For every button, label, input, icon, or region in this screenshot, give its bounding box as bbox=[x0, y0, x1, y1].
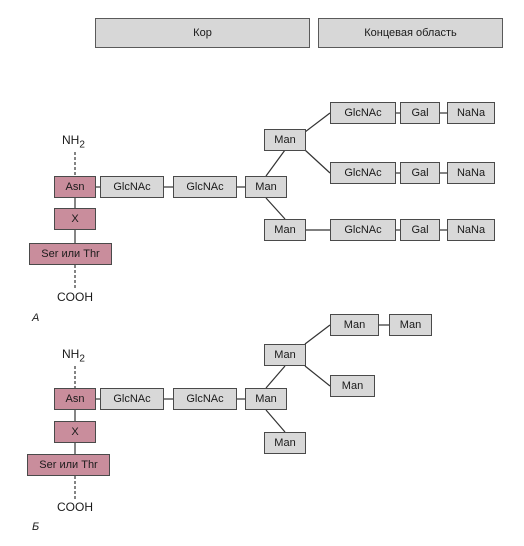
a-x-label: X bbox=[71, 213, 79, 225]
b-carboxyl-terminus: COOH bbox=[57, 500, 93, 514]
a-man-upper: Man bbox=[264, 129, 306, 151]
b-nh-text: NH bbox=[62, 347, 80, 361]
b-man-core-label: Man bbox=[255, 393, 277, 405]
b-x-residue: X bbox=[54, 421, 96, 443]
b-glcnac-2-label: GlcNAc bbox=[186, 393, 224, 405]
b-man-core: Man bbox=[245, 388, 287, 410]
a-asn-label: Asn bbox=[65, 181, 85, 193]
a-branch1-nana: NaNa bbox=[447, 102, 495, 124]
b-man-mid: Man bbox=[330, 375, 375, 397]
a-glcnac-1: GlcNAc bbox=[100, 176, 164, 198]
a-branch3-glcnac-label: GlcNAc bbox=[344, 224, 382, 236]
a-branch2-nana: NaNa bbox=[447, 162, 495, 184]
b-ser-thr-residue: Ser или Thr bbox=[27, 454, 110, 476]
a-branch1-gal-label: Gal bbox=[411, 107, 429, 119]
a-ser-thr-residue: Ser или Thr bbox=[29, 243, 112, 265]
a-branch1-gal: Gal bbox=[400, 102, 440, 124]
b-man-top-label: Man bbox=[343, 319, 366, 331]
a-man-lower-label: Man bbox=[274, 224, 296, 236]
a-man-lower: Man bbox=[264, 219, 306, 241]
a-x-residue: X bbox=[54, 208, 96, 230]
b-ser-thr-label: Ser или Thr bbox=[39, 459, 98, 471]
b-asn-residue: Asn bbox=[54, 388, 96, 410]
a-branch1-nana-label: NaNa bbox=[456, 107, 486, 119]
a-man-core-label: Man bbox=[255, 181, 277, 193]
b-panel-label: Б bbox=[32, 521, 40, 533]
b-man-upper: Man bbox=[264, 344, 306, 366]
b-man-top-right: Man bbox=[389, 314, 432, 336]
a-branch3-glcnac: GlcNAc bbox=[330, 219, 396, 241]
b-man-lower-label: Man bbox=[274, 437, 296, 449]
a-branch2-glcnac-label: GlcNAc bbox=[344, 167, 382, 179]
a-asn-residue: Asn bbox=[54, 176, 96, 198]
a-branch3-nana: NaNa bbox=[447, 219, 495, 241]
a-carboxyl-terminus: COOH bbox=[57, 290, 93, 304]
terminal-region-label: Концевая область bbox=[364, 27, 457, 39]
a-panel-label: A bbox=[32, 312, 40, 324]
b-asn-label: Asn bbox=[65, 393, 85, 405]
a-branch2-gal: Gal bbox=[400, 162, 440, 184]
a-man-upper-label: Man bbox=[274, 134, 296, 146]
b-man-mid-label: Man bbox=[341, 380, 364, 392]
a-branch2-glcnac: GlcNAc bbox=[330, 162, 396, 184]
a-glcnac-2-label: GlcNAc bbox=[186, 181, 224, 193]
a-man-core: Man bbox=[245, 176, 287, 198]
a-branch3-nana-label: NaNa bbox=[456, 224, 486, 236]
b-man-top-right-label: Man bbox=[399, 319, 422, 331]
b-nh-subscript: 2 bbox=[79, 353, 85, 365]
a-glcnac-2: GlcNAc bbox=[173, 176, 237, 198]
b-man-top: Man bbox=[330, 314, 379, 336]
a-ser-thr-label: Ser или Thr bbox=[41, 248, 100, 260]
core-region-label: Кор bbox=[193, 27, 212, 39]
a-amino-terminus: NH2 bbox=[62, 133, 85, 150]
b-x-label: X bbox=[71, 426, 79, 438]
a-branch2-gal-label: Gal bbox=[411, 167, 429, 179]
a-branch3-gal-label: Gal bbox=[411, 224, 429, 236]
b-glcnac-2: GlcNAc bbox=[173, 388, 237, 410]
a-branch1-glcnac-label: GlcNAc bbox=[344, 107, 382, 119]
core-region-header: Кор bbox=[95, 18, 310, 48]
terminal-region-header: Концевая область bbox=[318, 18, 503, 48]
a-branch1-glcnac: GlcNAc bbox=[330, 102, 396, 124]
a-nh-text: NH bbox=[62, 133, 80, 147]
b-glcnac-1-label: GlcNAc bbox=[113, 393, 151, 405]
b-man-upper-label: Man bbox=[274, 349, 296, 361]
b-man-lower: Man bbox=[264, 432, 306, 454]
a-nh-subscript: 2 bbox=[79, 139, 85, 151]
a-glcnac-1-label: GlcNAc bbox=[113, 181, 151, 193]
a-branch2-nana-label: NaNa bbox=[456, 167, 486, 179]
b-amino-terminus: NH2 bbox=[62, 347, 85, 364]
a-branch3-gal: Gal bbox=[400, 219, 440, 241]
b-glcnac-1: GlcNAc bbox=[100, 388, 164, 410]
